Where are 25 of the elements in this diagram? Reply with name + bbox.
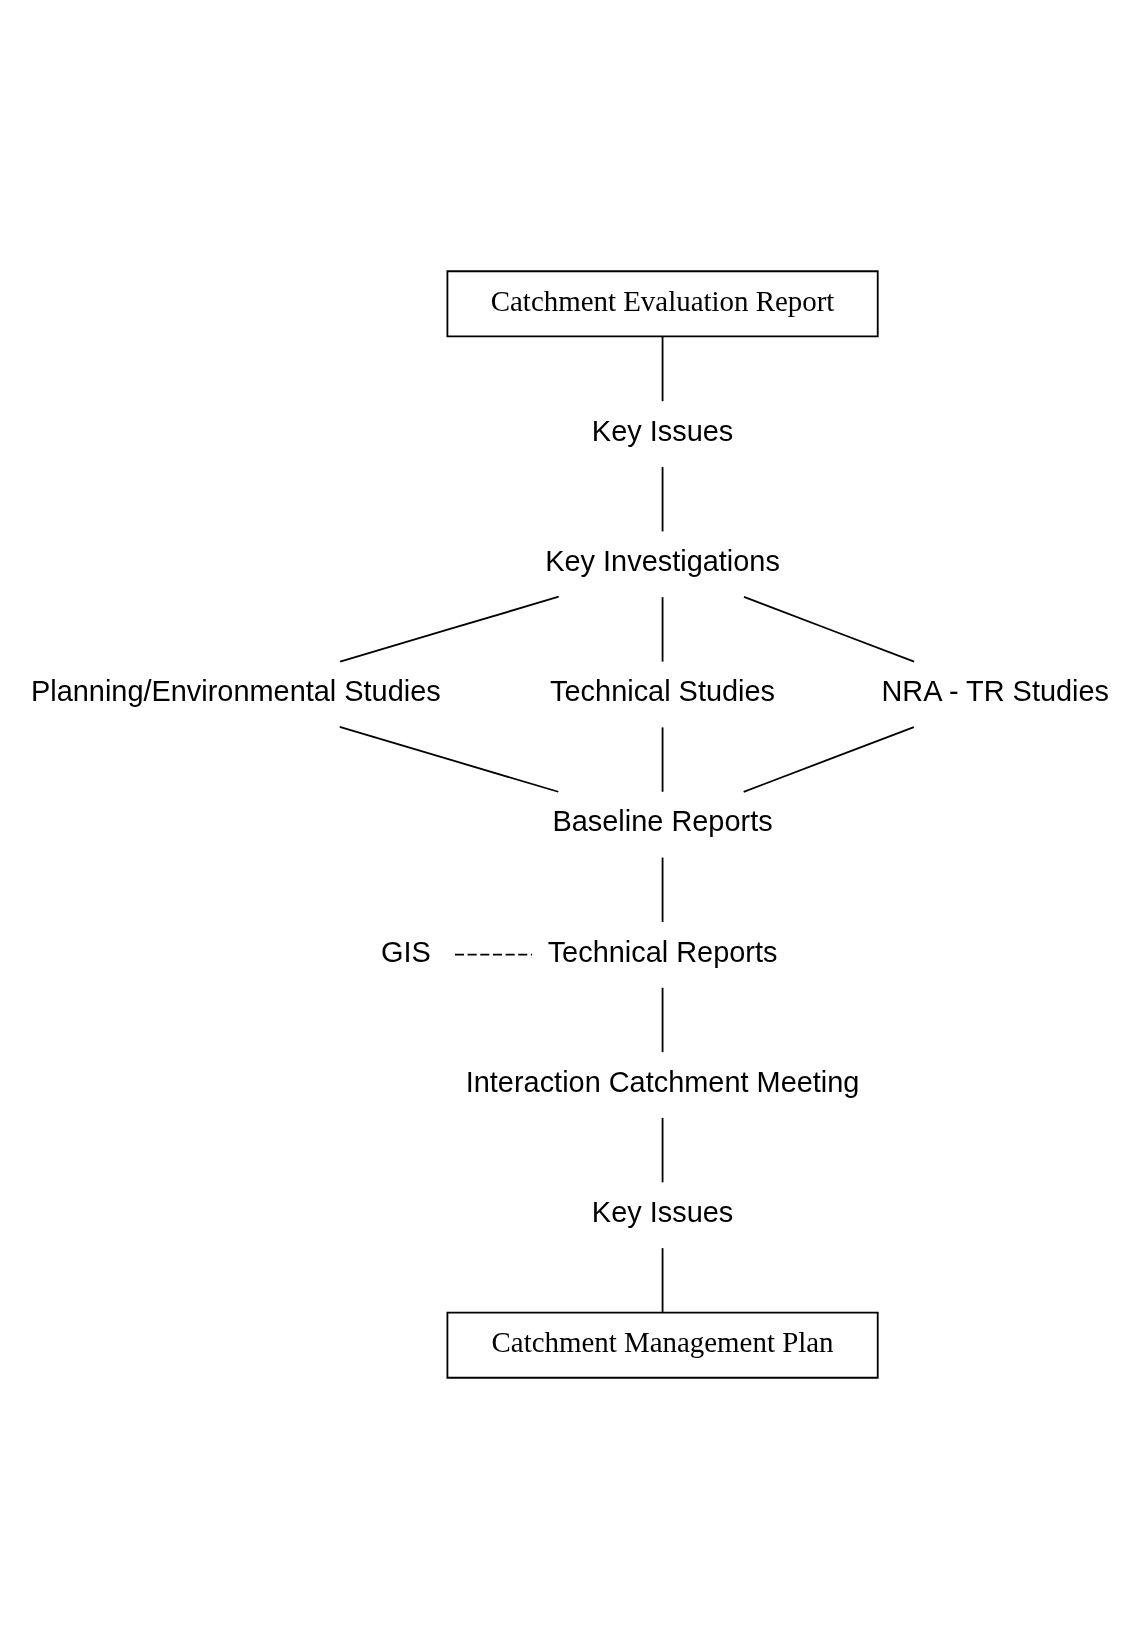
node-text: GIS — [380, 935, 431, 968]
connector — [454, 953, 533, 956]
node-text: NRA - TR Studies — [881, 675, 1110, 708]
connector — [661, 856, 664, 923]
node-text: Technical Studies — [550, 675, 776, 708]
node-text: Planning/Environmental Studies — [30, 675, 441, 708]
node-text: Key Issues — [591, 414, 734, 447]
connector — [661, 1117, 664, 1184]
node-text: Key Investigations — [545, 545, 780, 578]
connector — [661, 986, 664, 1054]
node-text: Baseline Reports — [552, 805, 773, 838]
node-box: Catchment Management Plan — [446, 1311, 879, 1379]
connector — [661, 335, 664, 403]
node-text: Key Issues — [591, 1195, 734, 1228]
connector — [742, 726, 915, 793]
connector — [661, 1247, 664, 1314]
connector — [338, 726, 560, 793]
connector — [339, 595, 560, 663]
connector — [661, 726, 664, 793]
node-text: Interaction Catchment Meeting — [465, 1065, 860, 1098]
node-box: Catchment Evaluation Report — [446, 270, 879, 338]
node-text: Technical Reports — [547, 935, 778, 968]
connector — [661, 466, 664, 533]
connector — [661, 596, 664, 663]
connector — [743, 596, 916, 663]
